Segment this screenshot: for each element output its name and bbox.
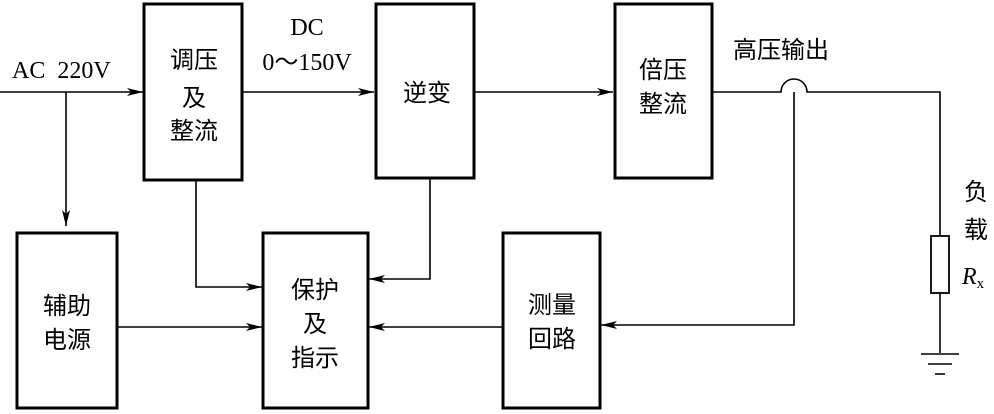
wires bbox=[0, 78, 941, 353]
aux-power-line-1: 辅助 bbox=[43, 292, 91, 320]
block-multiplier: 倍压 整流 bbox=[613, 2, 714, 180]
inverter-to-protect-wire bbox=[369, 178, 431, 283]
inverter-label: 逆变 bbox=[403, 79, 451, 107]
regulate-line-3: 整流 bbox=[170, 117, 218, 145]
hv-output-wire bbox=[713, 78, 941, 236]
measure-line-2: 回路 bbox=[528, 325, 576, 353]
load-symbol-r: R bbox=[961, 264, 977, 290]
block-measure: 测量 回路 bbox=[501, 231, 602, 410]
dc-range-label: 0～150V bbox=[262, 50, 352, 76]
regulate-line-2: 及 bbox=[182, 84, 206, 112]
aux-power-line-2: 电源 bbox=[43, 326, 91, 354]
hv-output-label: 高压输出 bbox=[733, 36, 829, 64]
regulate-line-1: 调压 bbox=[170, 46, 218, 74]
ac-input-label: AC 220V bbox=[12, 58, 111, 84]
block-inverter: 逆变 bbox=[374, 2, 476, 180]
multiplier-line-2: 整流 bbox=[639, 90, 687, 118]
measure-line-1: 测量 bbox=[528, 291, 576, 319]
block-protect: 保护 及 指示 bbox=[261, 231, 370, 410]
load-symbol-subscript: x bbox=[977, 276, 985, 292]
load-label-line-1: 负 bbox=[964, 178, 988, 206]
ground-icon bbox=[921, 353, 959, 375]
load-label-line-2: 载 bbox=[964, 216, 988, 244]
block-regulate: 调压 及 整流 bbox=[142, 2, 244, 182]
feedback-wire bbox=[601, 92, 795, 329]
protect-line-1: 保护 bbox=[291, 276, 339, 304]
dc-label: DC bbox=[290, 15, 323, 41]
protect-line-2: 及 bbox=[303, 310, 327, 338]
load-resistor-icon bbox=[930, 235, 950, 294]
block-aux-power: 辅助 电源 bbox=[15, 231, 119, 410]
protect-line-3: 指示 bbox=[291, 344, 339, 372]
load-symbol: Rx bbox=[961, 264, 985, 292]
regulate-to-protect-wire bbox=[195, 180, 262, 291]
multiplier-line-1: 倍压 bbox=[639, 56, 687, 84]
